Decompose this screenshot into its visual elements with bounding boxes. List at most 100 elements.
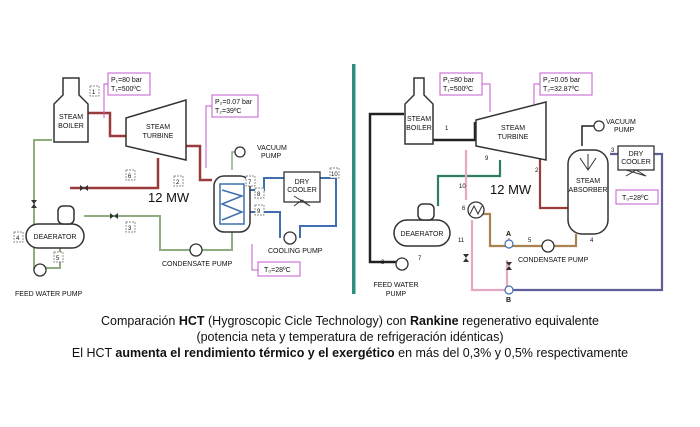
state-5: 5 [56, 256, 60, 262]
outlet-leader [533, 83, 540, 104]
steam-absorber [567, 149, 609, 235]
caption-text: El HCT [71, 346, 116, 360]
feed-water-pump-label-2: PUMP [386, 291, 407, 298]
state-3: 3 [128, 226, 132, 232]
turbine-extraction-line [70, 158, 160, 190]
ambient-temperature: T₀=28ºC [622, 195, 649, 202]
condensate-pump [541, 239, 555, 253]
divider-bar [352, 64, 356, 294]
caption-bold-hct: HCT [178, 314, 205, 328]
feed-line-black [368, 112, 404, 264]
feed-water-pump-label-1: FEED WATER [373, 282, 418, 289]
outlet-pressure: P₂=0.05 bar [543, 77, 581, 84]
exhaust-line [186, 144, 212, 182]
steam-boiler-label-2: BOILER [406, 125, 432, 132]
condensate-pump [189, 243, 203, 257]
cooling-pump-label: COOLING PUMP [268, 248, 323, 255]
inlet-temperature: T₁=500ºC [443, 86, 473, 93]
state-9: 9 [485, 156, 489, 162]
steam-turbine-label-2: TURBINE [143, 133, 174, 140]
condensate-pump-label: CONDENSATE PUMP [162, 261, 233, 268]
valve-label-b: B [506, 297, 511, 304]
mixing-point-a [504, 239, 514, 249]
outlet-temperature: T₂=32.87ºC [543, 86, 579, 93]
caption-line-2: (potencia neta y temperatura de refriger… [196, 330, 504, 344]
dry-cooler-label-2: COOLER [621, 159, 651, 166]
caption-line-3: El HCT aumenta el rendimiento térmico y … [0, 345, 700, 361]
exhaust-to-absorber [538, 146, 568, 210]
feed-water-pump [33, 263, 47, 277]
steam-boiler [404, 77, 434, 145]
cooling-pump [283, 231, 297, 245]
vacuum-pump-label-2: PUMP [614, 127, 635, 134]
ambient-temperature: T₀=28ºC [264, 267, 291, 274]
valve-icon [463, 254, 469, 262]
absorber-spray-icon [579, 154, 597, 171]
dry-cooler-label-1: DRY [629, 151, 644, 158]
ambient-box [257, 261, 301, 277]
steam-boiler-label-1: STEAM [407, 116, 431, 123]
state-3: 3 [611, 148, 615, 154]
steam-turbine-label-1: STEAM [146, 124, 170, 131]
steam-boiler-label-1: STEAM [59, 114, 83, 121]
steam-absorber-label-1: STEAM [576, 178, 600, 185]
hct-diagram: STEAM BOILER STEAM TURBINE STEAM ABSORBE… [368, 72, 664, 304]
deaerator-label: DEAERATOR [401, 231, 444, 238]
outlet-leader [205, 105, 212, 168]
steam-line [86, 111, 126, 138]
state-5: 5 [528, 238, 532, 244]
feed-water-pump-label: FEED WATER PUMP [15, 291, 83, 298]
state-9: 9 [257, 209, 261, 215]
dry-cooler [283, 171, 321, 203]
ambient-leader [251, 244, 258, 271]
deaerator-label: DEAERATOR [34, 234, 77, 241]
steam-turbine-label-2: TURBINE [498, 134, 529, 141]
deaerator-dome [57, 205, 75, 225]
vacuum-pump-label-1: VACUUM [257, 145, 287, 152]
steam-turbine [125, 98, 187, 161]
inlet-pressure: P₁=80 bar [443, 77, 475, 84]
main-steam-line [432, 122, 477, 142]
extraction-green [436, 160, 502, 206]
caption-text: (Hygroscopic Cicle Technology) con [204, 314, 410, 328]
state-8: 8 [257, 192, 261, 198]
caption-bold-claim: aumenta el rendimiento térmico y el exer… [115, 346, 395, 360]
state-2: 2 [176, 180, 180, 186]
inlet-leader [482, 83, 491, 112]
steam-boiler [53, 77, 89, 143]
vacuum-pump [234, 146, 246, 158]
heat-exchanger-coil-icon [469, 204, 483, 216]
state-1: 1 [92, 90, 96, 96]
net-power-label: 12 MW [490, 182, 532, 197]
hct-pink-loop [464, 150, 511, 292]
caption-text: regenerativo equivalente [458, 314, 599, 328]
caption-text: en más del 0,3% y 0,5% respectivamente [394, 346, 629, 360]
steam-turbine-label-1: STEAM [501, 125, 525, 132]
dry-cooler-fan-icon [293, 195, 311, 207]
net-power-label: 12 MW [148, 190, 190, 205]
inlet-temperature: T₁=500ºC [111, 86, 141, 93]
vacuum-pump-label-2: PUMP [261, 153, 282, 160]
steam-absorber-label-2: ABSORBER [569, 187, 608, 194]
state-7: 7 [418, 256, 422, 262]
steam-boiler-label-2: BOILER [58, 123, 84, 130]
state-numbers: 1 2 3 4 5 6 7 8 9 10 11 [381, 126, 615, 266]
steam-turbine [475, 101, 547, 161]
dry-cooler-fan-icon [625, 169, 647, 177]
condensate-line [84, 215, 233, 251]
hct-brown-loop [470, 206, 578, 248]
valve-icon [31, 200, 37, 208]
state-10: 10 [459, 184, 466, 190]
feed-return-line [33, 139, 52, 270]
caption-text: Comparación [101, 314, 179, 328]
state-2: 2 [535, 168, 539, 174]
inlet-leader [103, 83, 108, 118]
state-7: 7 [248, 180, 252, 186]
state-1: 1 [445, 126, 449, 132]
valve-icon [80, 185, 88, 191]
state-10: 10 [331, 172, 338, 178]
caption-line-1: Comparación HCT (Hygroscopic Cicle Techn… [0, 313, 700, 329]
valve-label-a: A [506, 231, 511, 238]
